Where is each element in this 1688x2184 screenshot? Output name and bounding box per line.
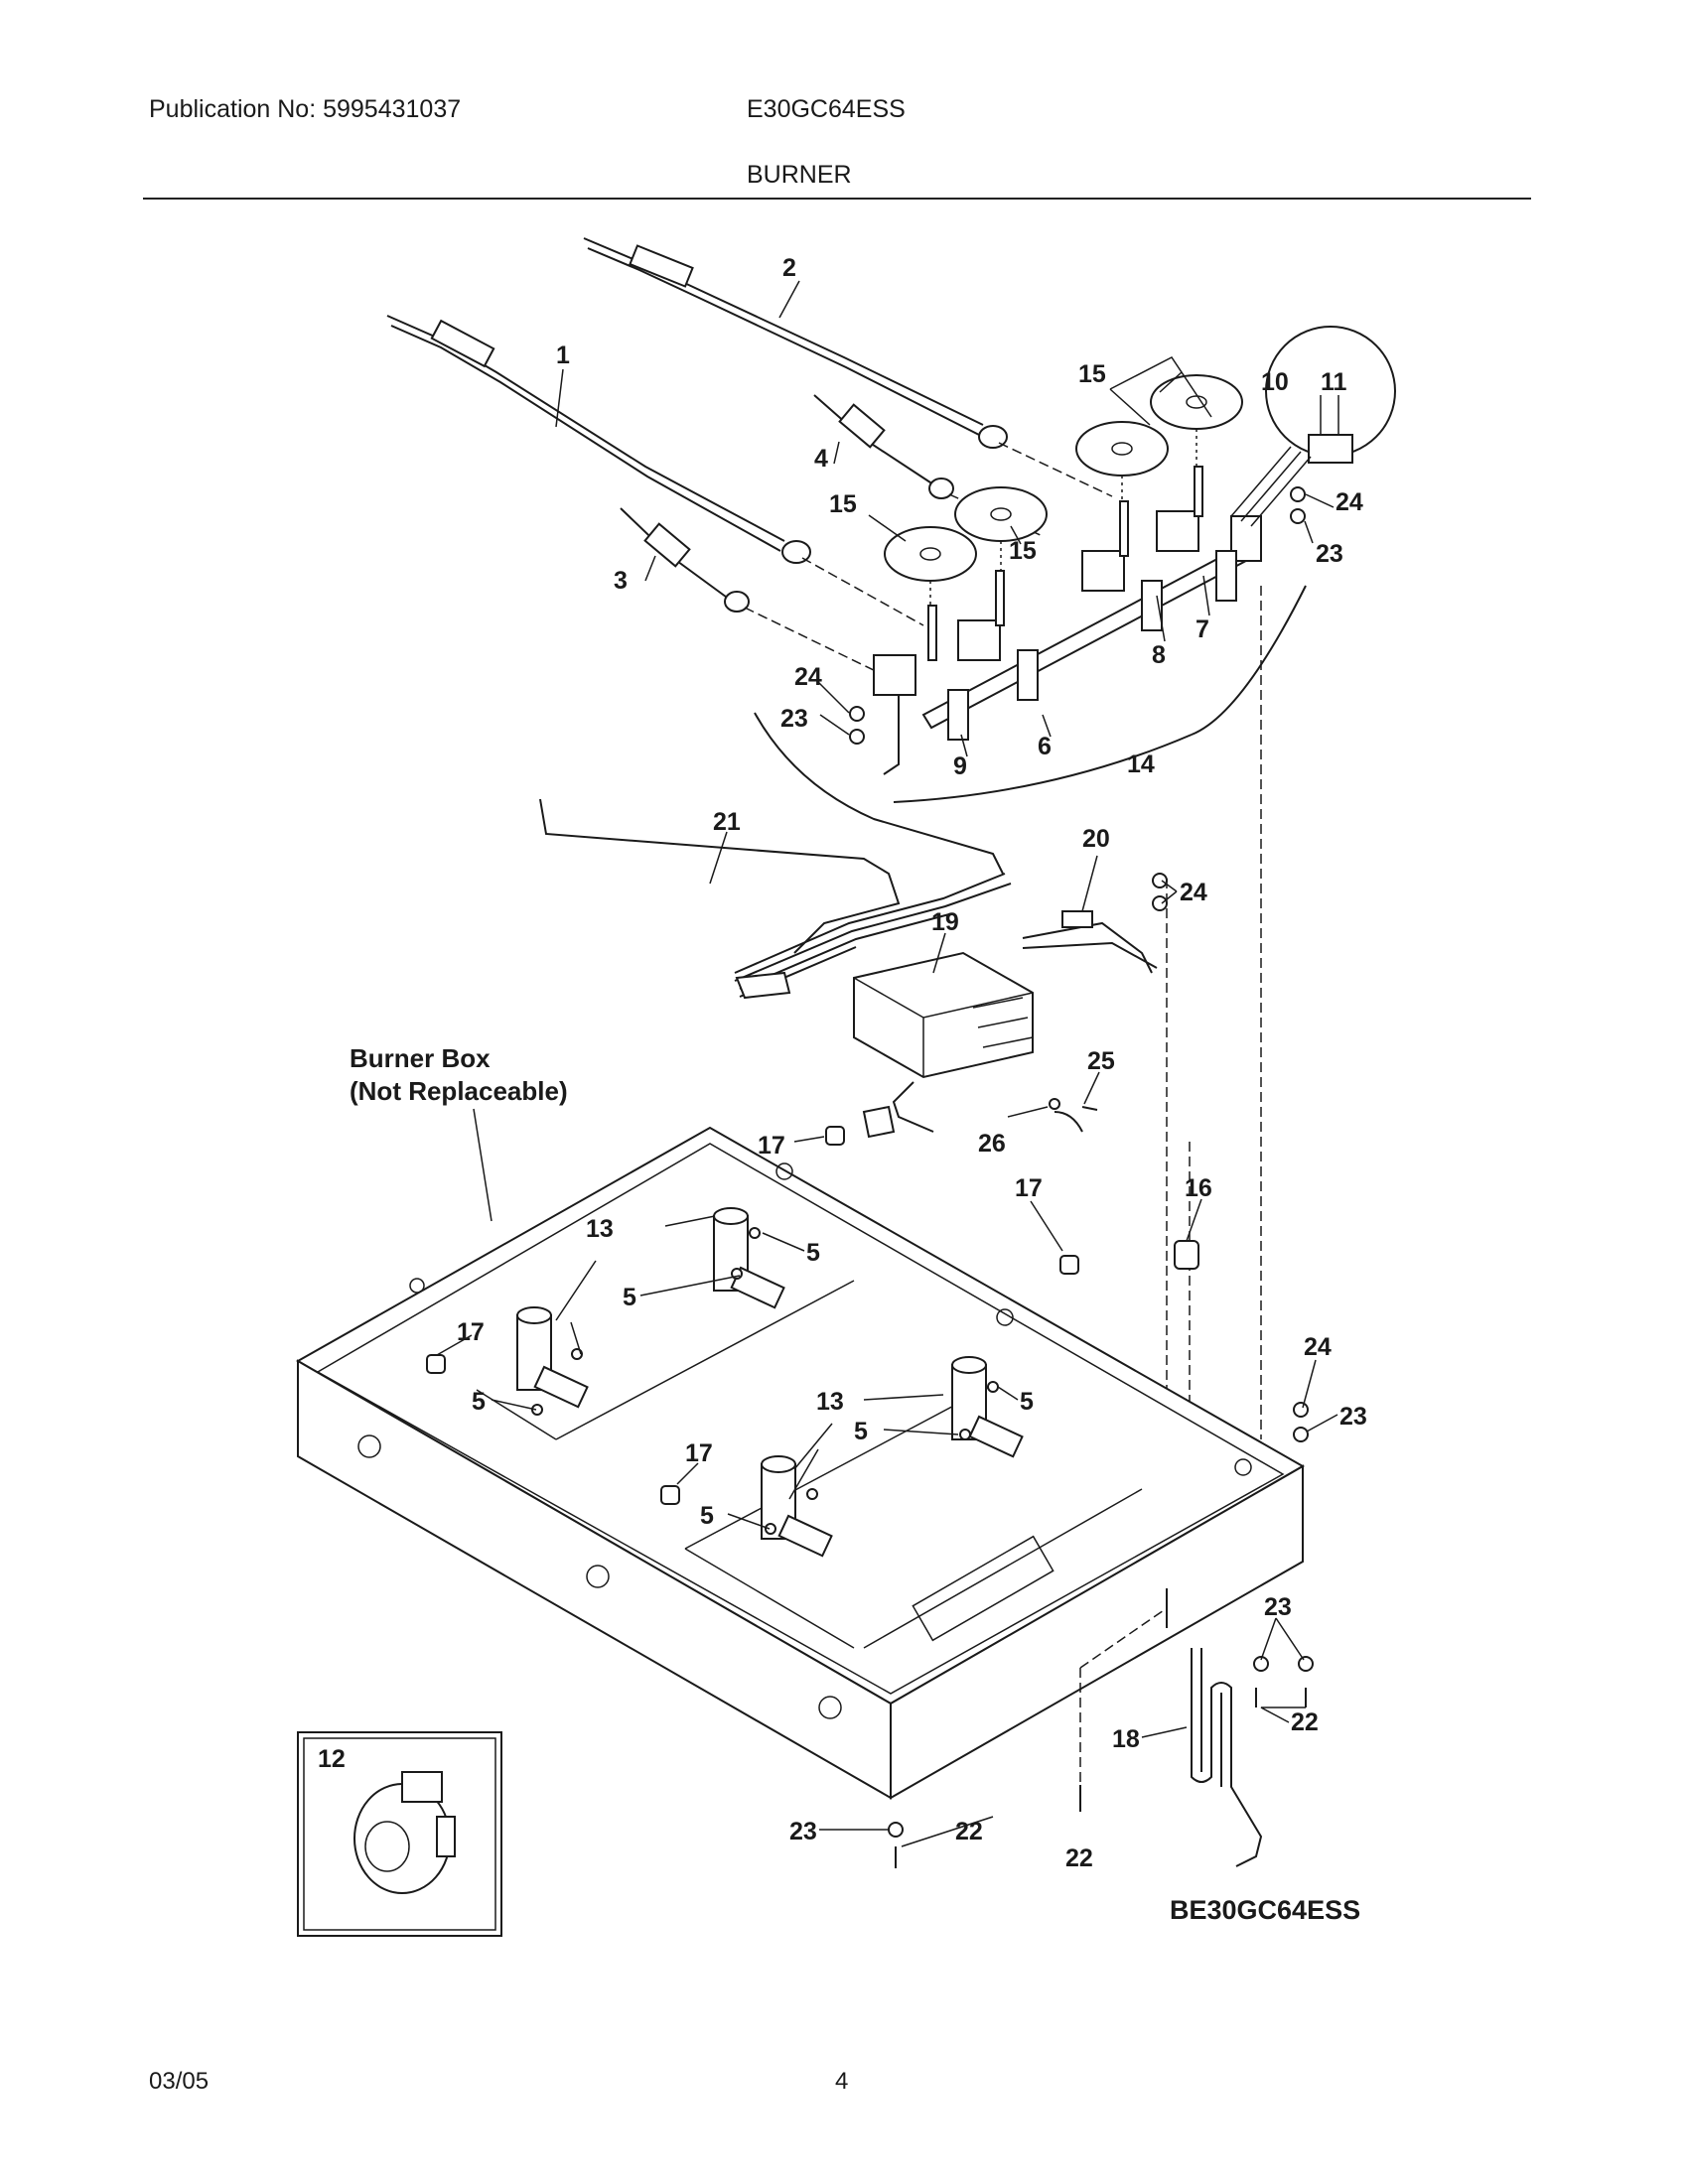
callout-17a: 17 xyxy=(758,1132,785,1160)
callout-5c: 5 xyxy=(1020,1388,1034,1416)
callout-5a: 5 xyxy=(806,1239,820,1267)
callout-15b: 15 xyxy=(1009,537,1037,565)
regulator-inset xyxy=(297,1731,502,1937)
callout-24c: 24 xyxy=(1180,879,1207,906)
spark-module xyxy=(853,951,1034,1079)
callout-3: 3 xyxy=(614,567,628,595)
callout-22c: 22 xyxy=(1065,1844,1093,1872)
wiring-harness xyxy=(539,712,1158,1139)
burner-box-note: (Not Replaceable) xyxy=(350,1076,568,1106)
valve-seals xyxy=(884,374,1243,582)
callout-12: 12 xyxy=(318,1745,346,1773)
grommets-17 xyxy=(426,1126,1079,1505)
callout-22b: 22 xyxy=(955,1818,983,1845)
callout-10: 10 xyxy=(1261,368,1289,396)
callout-5d: 5 xyxy=(472,1388,486,1416)
callout-23a: 23 xyxy=(1316,540,1343,568)
callout-2: 2 xyxy=(782,254,796,282)
burner-box-label: Burner Box xyxy=(350,1043,491,1073)
callout-4: 4 xyxy=(814,445,828,473)
gas-tube-4 xyxy=(813,394,954,499)
callout-9: 9 xyxy=(953,752,967,780)
callout-17d: 17 xyxy=(685,1439,713,1467)
gas-tube-1 xyxy=(386,315,811,564)
header-rule xyxy=(143,198,1531,200)
callout-17b: 17 xyxy=(1015,1174,1043,1202)
callout-18: 18 xyxy=(1112,1725,1140,1753)
callout-25: 25 xyxy=(1087,1047,1115,1075)
callout-26: 26 xyxy=(978,1130,1006,1158)
callout-15a: 15 xyxy=(829,490,857,518)
callout-7: 7 xyxy=(1196,615,1209,643)
callout-23e: 23 xyxy=(789,1818,817,1845)
grommet-16 xyxy=(1174,1240,1199,1270)
callout-5b: 5 xyxy=(623,1284,636,1311)
callout-6: 6 xyxy=(1038,733,1052,760)
callout-23b: 23 xyxy=(780,705,808,733)
section-title: BURNER xyxy=(747,161,852,189)
revision-date: 03/05 xyxy=(149,2068,210,2095)
callout-16: 16 xyxy=(1185,1174,1212,1202)
gas-tube-2 xyxy=(583,237,1008,449)
callout-5e: 5 xyxy=(854,1418,868,1445)
burner-box xyxy=(295,1126,1306,1800)
callout-1: 1 xyxy=(556,341,570,369)
callout-5f: 5 xyxy=(700,1502,714,1530)
callout-22a: 22 xyxy=(1291,1708,1319,1736)
callout-19: 19 xyxy=(931,908,959,936)
switch-inset xyxy=(1230,326,1396,527)
model-number: E30GC64ESS xyxy=(747,95,906,123)
callout-17c: 17 xyxy=(457,1318,485,1346)
callout-24b: 24 xyxy=(794,663,822,691)
page-number: 4 xyxy=(835,2068,849,2095)
publication-number: Publication No: 5995431037 xyxy=(149,95,462,123)
callout-14: 14 xyxy=(1127,751,1155,778)
valve-stems xyxy=(927,466,1203,661)
callout-23c: 23 xyxy=(1339,1403,1367,1431)
callout-15c: 15 xyxy=(1078,360,1106,388)
callout-13a: 13 xyxy=(586,1215,614,1243)
callout-20: 20 xyxy=(1082,825,1110,853)
callout-8: 8 xyxy=(1152,641,1166,669)
spark-electrode-18 xyxy=(1079,1588,1263,1867)
callout-23d: 23 xyxy=(1264,1593,1292,1621)
callout-24d: 24 xyxy=(1304,1333,1332,1361)
leader-lines xyxy=(436,280,1338,1847)
callout-11: 11 xyxy=(1321,368,1347,396)
callout-24a: 24 xyxy=(1336,488,1363,516)
callout-13b: 13 xyxy=(816,1388,844,1416)
drawing-code: BE30GC64ESS xyxy=(1170,1895,1360,1925)
valve-manifold xyxy=(873,510,1262,775)
gas-tube-3 xyxy=(620,507,750,613)
callout-21: 21 xyxy=(713,808,741,836)
